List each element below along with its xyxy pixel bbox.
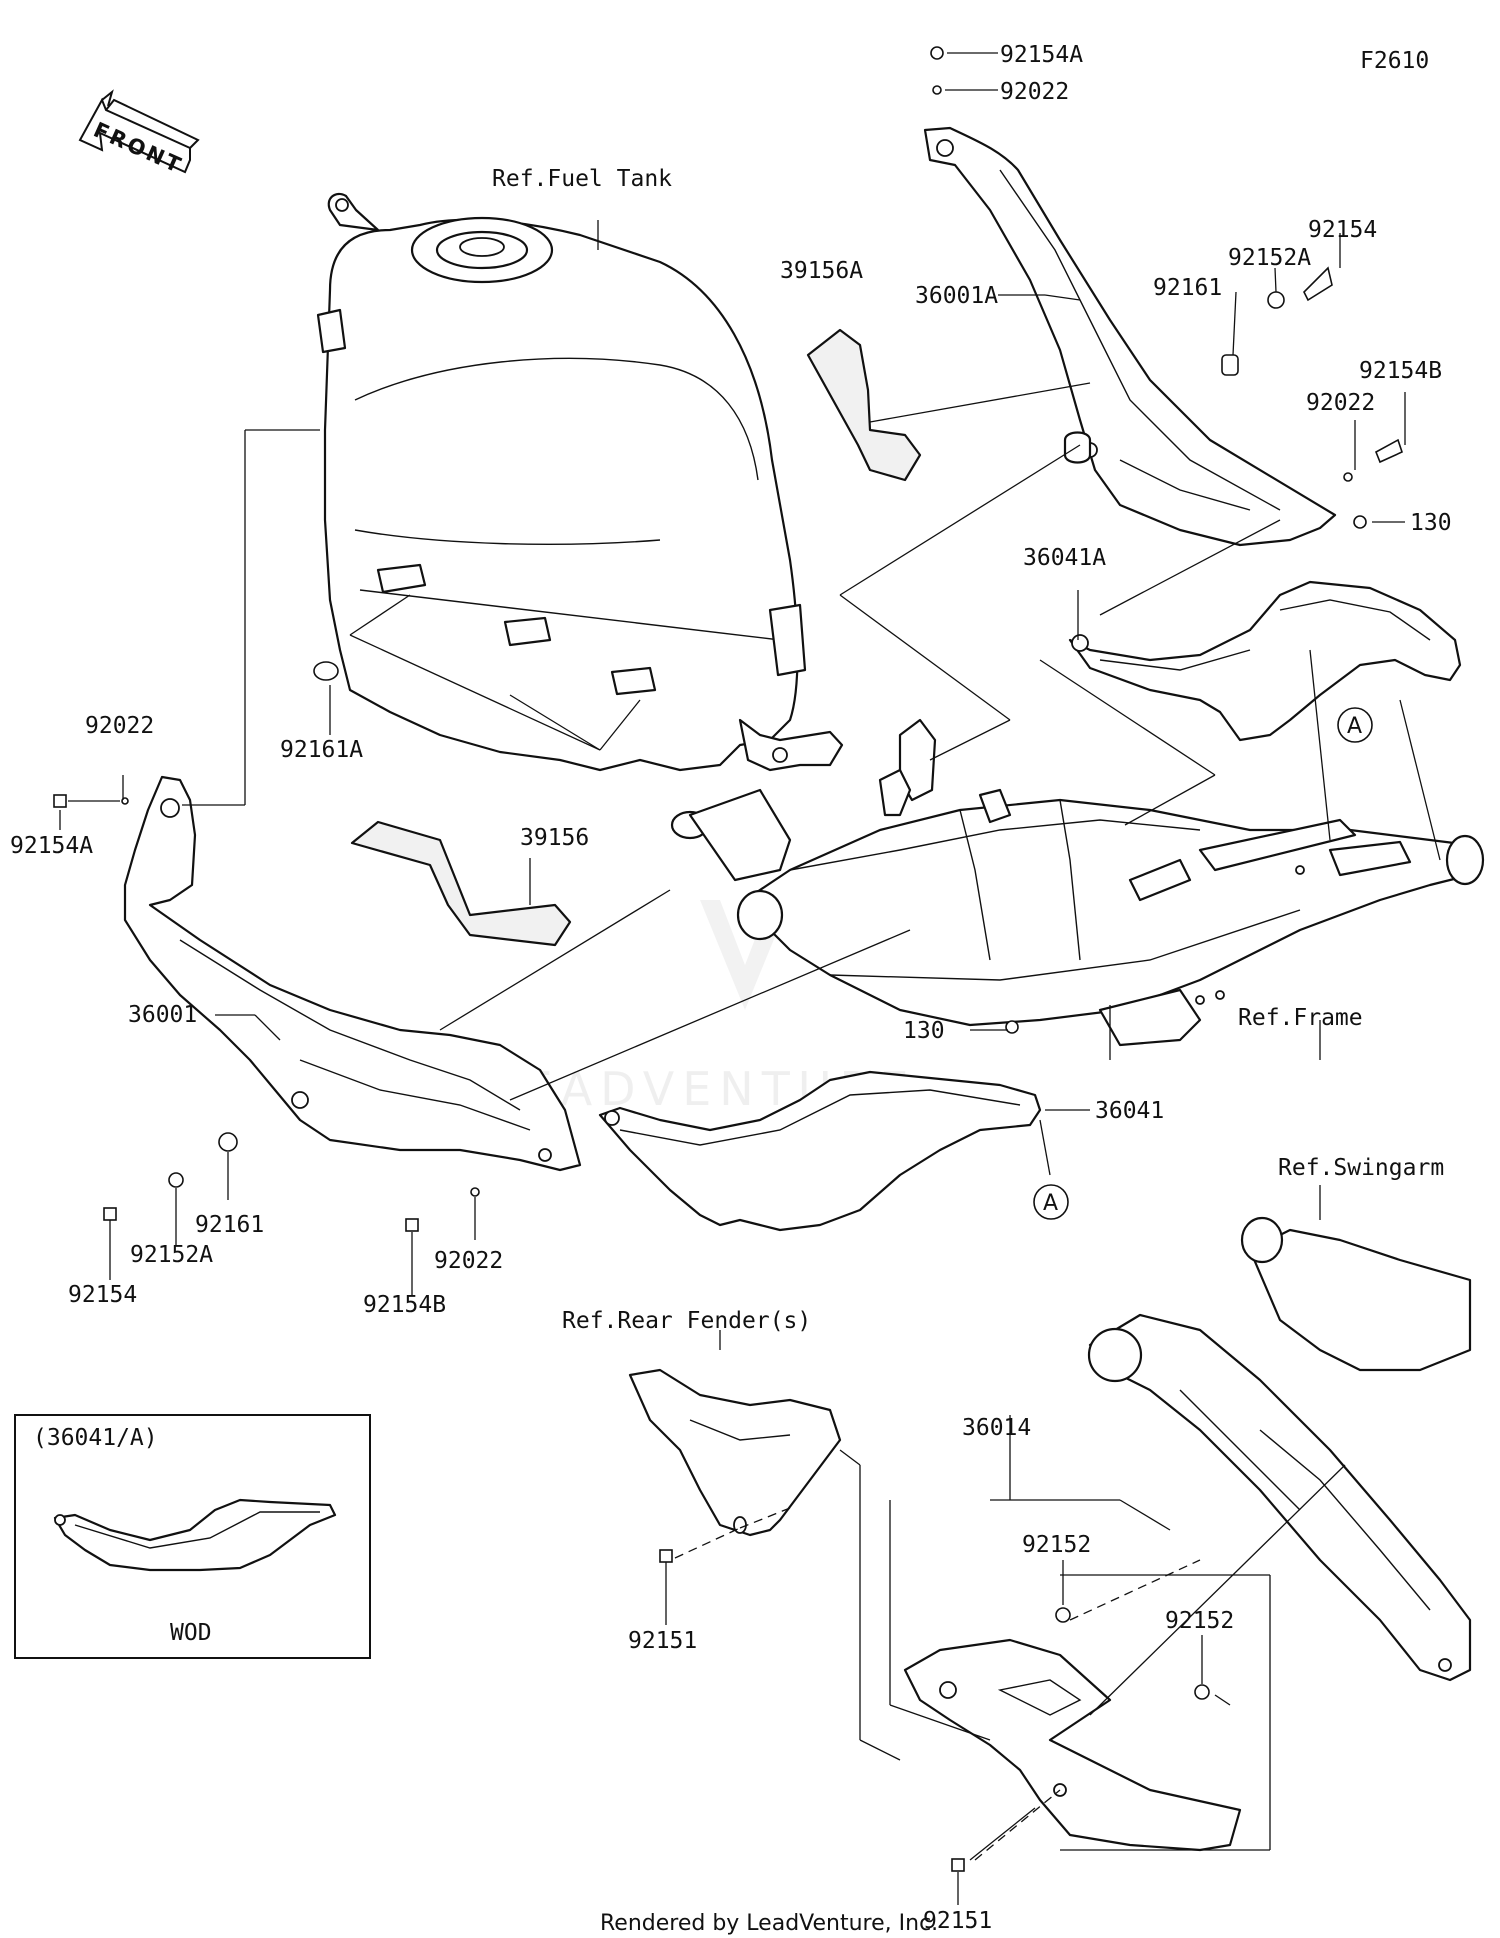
rear-fender <box>628 1368 842 1537</box>
label-92161-right: 92161 <box>1153 275 1222 301</box>
bolt-icon <box>53 794 67 808</box>
label-92022-right: 92022 <box>1306 390 1375 416</box>
label-92152-b: 92152 <box>1165 1608 1234 1634</box>
label-ref-swingarm: Ref.Swingarm <box>1278 1155 1444 1181</box>
side-cover-36001a <box>923 126 1337 547</box>
bolt-icon <box>405 1218 419 1232</box>
label-92161-left: 92161 <box>195 1212 264 1238</box>
label-ref-fuel-tank: Ref.Fuel Tank <box>492 166 672 192</box>
bolt-icon <box>659 1549 673 1563</box>
bolt-icon <box>930 46 944 60</box>
label-92154-left: 92154 <box>68 1282 137 1308</box>
label-ref-rear-fender: Ref.Rear Fender(s) <box>562 1308 811 1334</box>
ref-a-lower-marker <box>1033 1184 1069 1220</box>
chain-guard-36014 <box>903 1638 1242 1852</box>
label-92152a-left: 92152A <box>130 1242 213 1268</box>
part-labels: 92154A 92022 Ref.Fuel Tank 39156A 92154 … <box>10 42 1452 1934</box>
inset-title: (36041/A) <box>33 1425 158 1451</box>
pad-39156a <box>806 328 922 482</box>
fuel-tank <box>316 192 844 772</box>
bolt-icon <box>1353 515 1367 529</box>
label-ref-frame: Ref.Frame <box>1238 1005 1363 1031</box>
label-36041: 36041 <box>1095 1098 1164 1124</box>
grommet-icon <box>313 661 339 681</box>
frame <box>670 718 1485 1047</box>
diagram-code: F2610 <box>1360 48 1429 74</box>
label-92022-left: 92022 <box>85 713 154 739</box>
label-92154b-left: 92154B <box>363 1292 446 1318</box>
side-cover-36001 <box>123 775 582 1172</box>
bolt-icon <box>1374 438 1403 464</box>
ref-a-lower-label: A <box>1043 1191 1058 1216</box>
bolt-icon <box>1303 266 1333 302</box>
swingarm <box>1087 1216 1472 1682</box>
bolt-icon <box>951 1858 965 1872</box>
label-92154b-right: 92154B <box>1359 358 1442 384</box>
fasteners <box>53 46 1403 1872</box>
collar-icon <box>1267 291 1285 309</box>
label-92154-right: 92154 <box>1308 217 1377 243</box>
grommet-icon <box>1055 1607 1071 1623</box>
ref-a-upper-marker <box>1337 707 1373 743</box>
side-cover-36041a <box>1068 580 1462 742</box>
label-92152a-right: 92152A <box>1228 245 1311 271</box>
grommet-icon <box>218 1132 238 1152</box>
washer-icon <box>932 85 942 95</box>
leader-lines <box>59 52 1441 1905</box>
ref-a-upper-label: A <box>1347 714 1362 739</box>
label-39156a: 39156A <box>780 258 863 284</box>
label-92161a: 92161A <box>280 737 363 763</box>
label-92152-a: 92152 <box>1022 1532 1091 1558</box>
front-arrow-icon: FRONT <box>78 89 200 178</box>
wod-inset: (36041/A) WOD <box>14 1414 371 1659</box>
washer-icon <box>1343 472 1353 482</box>
inset-caption: WOD <box>170 1620 212 1646</box>
label-92154a-top: 92154A <box>1000 42 1083 68</box>
label-92151-a: 92151 <box>628 1628 697 1654</box>
label-130-right: 130 <box>1410 510 1452 536</box>
footer-credit: Rendered by LeadVenture, Inc. <box>600 1911 938 1936</box>
grommet-icon <box>1194 1684 1210 1700</box>
bolt-icon <box>103 1207 117 1221</box>
label-36001: 36001 <box>128 1002 197 1028</box>
label-130-middle: 130 <box>903 1018 945 1044</box>
washer-icon <box>470 1187 480 1197</box>
label-39156: 39156 <box>520 825 589 851</box>
label-36001a: 36001A <box>915 283 998 309</box>
label-36014: 36014 <box>962 1415 1031 1441</box>
pad-39156 <box>350 820 572 947</box>
collar-icon <box>168 1172 184 1188</box>
label-36041a: 36041A <box>1023 545 1106 571</box>
bolt-icon <box>1005 1020 1019 1034</box>
label-92151-b: 92151 <box>923 1908 992 1934</box>
label-92022-top: 92022 <box>1000 79 1069 105</box>
label-92154a-left: 92154A <box>10 833 93 859</box>
side-cover-36041 <box>598 1070 1042 1232</box>
label-92022-bottom: 92022 <box>434 1248 503 1274</box>
reference-markers: A A <box>1033 707 1373 1220</box>
grommet-icon <box>1221 354 1239 376</box>
